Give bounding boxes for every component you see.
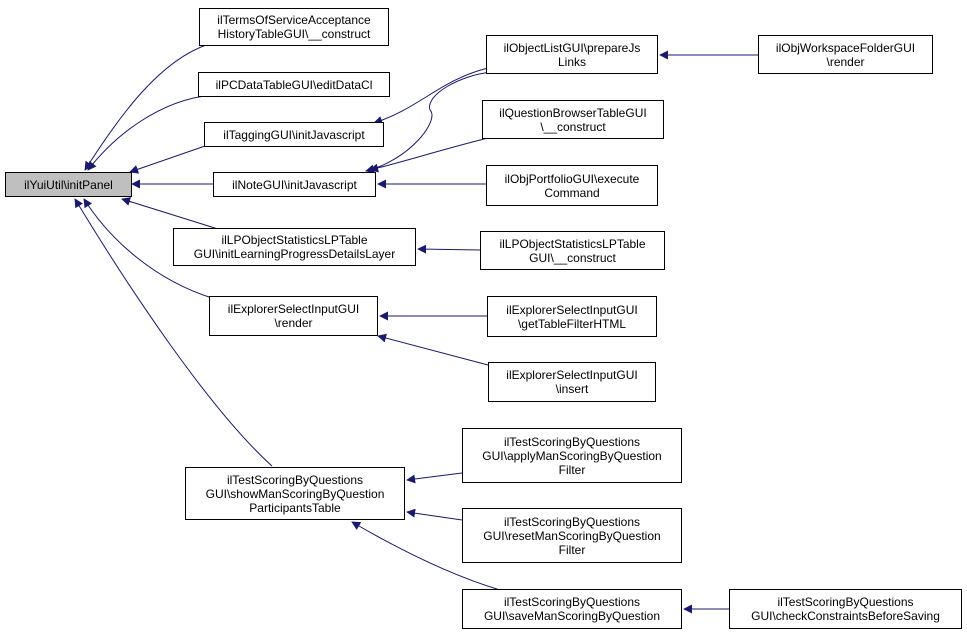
node-tagging[interactable]: ilTaggingGUI\initJavascript	[204, 122, 384, 147]
edge-qbrowser-note	[369, 137, 489, 173]
node-objlist[interactable]: ilObjectListGUI\prepareJs Links	[486, 35, 658, 74]
edge-testreset-testshow	[406, 508, 463, 521]
node-pcdata[interactable]: ilPCDataTableGUI\editDataCl	[198, 72, 390, 97]
node-testapply[interactable]: ilTestScoringByQuestions GUI\applyManSco…	[462, 428, 682, 483]
edge-testshow-root	[74, 198, 273, 467]
node-lpstats[interactable]: ilLPObjectStatisticsLPTable GUI\initLear…	[173, 228, 416, 266]
edge-objlist-tagging	[373, 67, 489, 125]
edge-lpstats-root	[121, 197, 219, 230]
edge-objlist-note	[365, 71, 493, 174]
edge-pcdata-root	[87, 94, 213, 171]
node-testcheck[interactable]: ilTestScoringByQuestions GUI\checkConstr…	[729, 589, 962, 629]
node-root: ilYuiUtil\initPanel	[5, 172, 132, 197]
node-portfolio[interactable]: ilObjPortfolioGUI\execute Command	[486, 165, 658, 206]
edge-explorer-root	[83, 198, 213, 299]
edge-lpstats2-lpstats	[417, 244, 481, 254]
node-testreset[interactable]: ilTestScoringByQuestions GUI\resetManSco…	[462, 508, 682, 563]
node-workspace[interactable]: ilObjWorkspaceFolderGUI \render	[758, 35, 933, 74]
edge-terms-root	[84, 43, 210, 171]
edge-testsave-testshow	[351, 521, 501, 591]
node-lpstats2[interactable]: ilLPObjectStatisticsLPTable GUI\__constr…	[480, 231, 665, 270]
node-testshow[interactable]: ilTestScoringByQuestions GUI\showManScor…	[185, 467, 405, 520]
node-qbrowser[interactable]: ilQuestionBrowserTableGUI \__construct	[482, 100, 664, 139]
node-testsave[interactable]: ilTestScoringByQuestions GUI\saveManScor…	[462, 589, 682, 629]
edge-explinsert-explorer	[377, 333, 489, 366]
node-terms[interactable]: ilTermsOfServiceAcceptance HistoryTableG…	[199, 8, 389, 46]
edge-testapply-testshow	[406, 472, 463, 484]
node-explorer[interactable]: ilExplorerSelectInputGUI \render	[209, 296, 378, 336]
edge-tagging-root	[129, 145, 206, 174]
node-explinsert[interactable]: ilExplorerSelectInputGUI \insert	[488, 362, 656, 402]
node-explfilter[interactable]: ilExplorerSelectInputGUI \getTableFilter…	[487, 296, 657, 337]
node-note[interactable]: ilNoteGUI\initJavascript	[213, 172, 376, 197]
